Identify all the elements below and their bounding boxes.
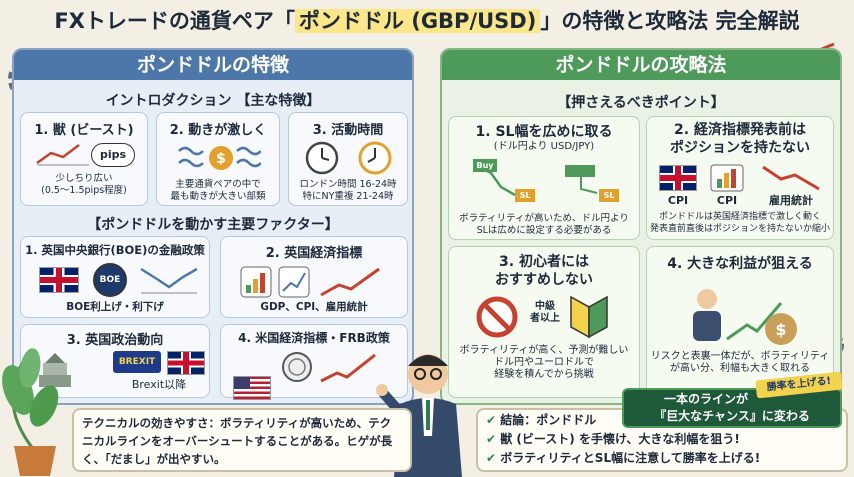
conclusion-item: ✔ ボラティリティとSL幅に注意して勝率を上げる! bbox=[486, 451, 761, 465]
strategy-header: ポンドドルの攻略法 bbox=[442, 50, 840, 80]
technical-note: テクニカルの効きやすさ：ボラティリティが高いため、テクニカルラインをオーバーシュ… bbox=[72, 408, 412, 472]
svg-text:$: $ bbox=[775, 320, 786, 339]
beginner-mark-icon bbox=[570, 295, 608, 339]
cpi-chart-icon bbox=[710, 164, 744, 192]
callout-box bbox=[622, 388, 842, 428]
feature-card-3: 3. 活動時間 ロンドン時間 16-24時 特にNY重複 21-24時 bbox=[288, 112, 408, 206]
point-card-4: 4. 大きな利益が狙える $ リスクと表裏一体だが、ボラティリティ が高い分、利… bbox=[646, 246, 834, 398]
point-card-2: 2. 経済指標発表前は ポジションを持たない CPI CPI 雇用統計 ポンドド… bbox=[646, 116, 834, 240]
factor-card-1: 1. 英国中央銀行(BOE)の金融政策 BOE BOE利上げ・利下げ bbox=[20, 236, 210, 318]
title-highlight: ポンドドル (GBP/USD) bbox=[294, 9, 541, 33]
buy-tag: Buy bbox=[473, 159, 497, 172]
svg-text:$: $ bbox=[216, 151, 226, 167]
points-title: 【押さえるべきポイント】 bbox=[557, 95, 725, 111]
clock-icon bbox=[305, 141, 392, 175]
factor-card-2: 2. 英国経済指標 GDP、CPI、雇用統計 bbox=[220, 236, 408, 318]
callout-line2: 『巨大なチャンス』に変わる bbox=[654, 409, 810, 423]
point-card-1: 1. SL幅を広めに取る (ドル円より USD/JPY) Buy SL SL ボ… bbox=[448, 116, 640, 240]
uk-flag-icon bbox=[659, 165, 697, 191]
page-title: FXトレードの通貨ペア「ポンドドル (GBP/USD)」の特徴と攻略法 完全解説 bbox=[54, 9, 800, 33]
sl-tag: SL bbox=[599, 189, 619, 202]
conclusion-item: ✔ 結論：ポンドドル bbox=[486, 413, 597, 427]
factors-title: 【ポンドドルを動かす主要ファクター】 bbox=[87, 217, 339, 233]
sl-tag: SL bbox=[515, 189, 535, 202]
uptrend-chart-icon bbox=[320, 353, 376, 383]
uk-flag-icon bbox=[39, 267, 79, 293]
factor-card-4: 4. 米国経済指標・FRB政策 bbox=[220, 324, 408, 400]
features-header: ポンドドルの特徴 bbox=[14, 50, 412, 80]
profit-man-icon: $ bbox=[693, 289, 797, 345]
no-entry-icon bbox=[476, 296, 518, 338]
us-flag-icon bbox=[233, 376, 271, 400]
economic-chart-icon bbox=[240, 266, 380, 298]
intro-title: イントロダクション 【主な特徴】 bbox=[105, 93, 321, 109]
conclusion-list: ✔ 結論：ポンドドル ✔ 獣 (ビースト) を手懐け、大きな利幅を狙う! ✔ ボ… bbox=[486, 411, 760, 468]
pips-badge: pips bbox=[91, 143, 135, 167]
plant-icon bbox=[2, 348, 59, 476]
uk-flag-icon bbox=[167, 351, 205, 375]
wave-coin-icon: $ bbox=[178, 146, 261, 170]
conclusion-item: ✔ 獣 (ビースト) を手懐け、大きな利幅を狙う! bbox=[486, 432, 740, 446]
fed-seal-icon bbox=[282, 352, 312, 382]
boe-seal: BOE bbox=[93, 263, 127, 297]
point-card-3: 3. 初心者には おすすめしない 中級 者以上 ボラティリティが高く、予測が難し… bbox=[448, 246, 640, 398]
feature-card-2: 2. 動きが激しく $ 主要通貨ペアの中で 最も動きが大きい部類 bbox=[156, 112, 280, 206]
brexit-flag: BREXIT bbox=[113, 351, 161, 373]
uptrend-chart-icon bbox=[36, 144, 89, 166]
employment-chart-icon bbox=[762, 165, 820, 191]
parliament-icon bbox=[39, 353, 71, 387]
callout-line1: 一本のラインが bbox=[663, 392, 748, 406]
check-icon: ✔ bbox=[486, 432, 501, 446]
chart-icon bbox=[140, 267, 198, 294]
check-icon: ✔ bbox=[486, 413, 501, 427]
feature-card-1: 1. 獣 (ビースト) pips 少しちり広い (0.5〜1.5pips程度) bbox=[20, 112, 148, 206]
check-icon: ✔ bbox=[486, 451, 501, 465]
